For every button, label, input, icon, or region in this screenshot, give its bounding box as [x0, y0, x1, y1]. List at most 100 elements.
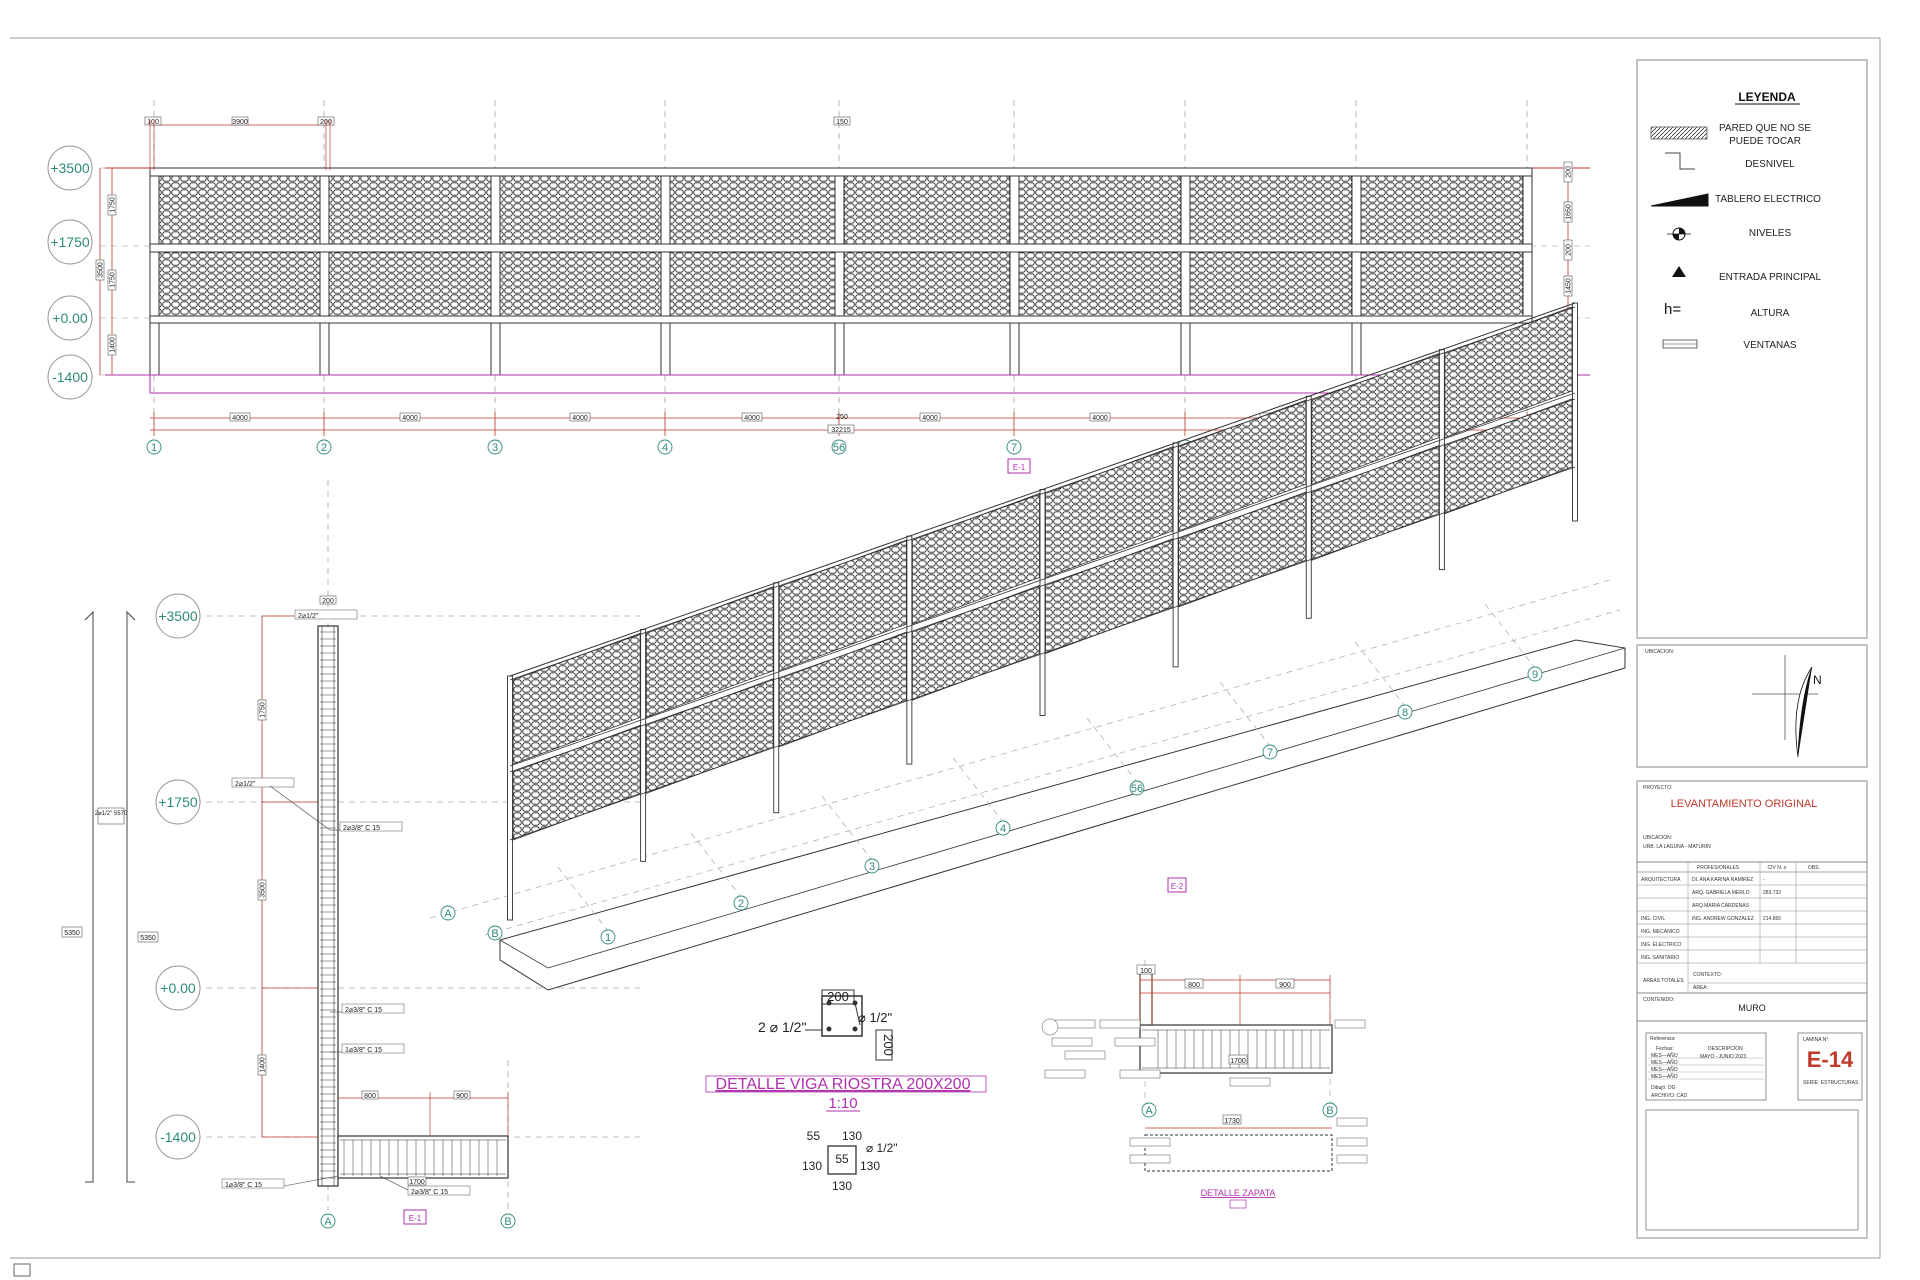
- section-level-label: +1750: [158, 794, 198, 810]
- dim-label: 4000: [1092, 415, 1108, 422]
- project-title: LEVANTAMIENTO ORIGINAL: [1671, 798, 1818, 810]
- context-label: CONTEXTO:: [1693, 972, 1722, 978]
- axis-bubble: [1262, 744, 1278, 760]
- axis-label: 3: [869, 861, 875, 873]
- dim-label: 200: [1566, 244, 1573, 256]
- axis-bubble: [316, 439, 332, 455]
- wall-column: [660, 167, 671, 376]
- iso-column: [507, 675, 513, 921]
- project-label: PROYECTO:: [1643, 785, 1672, 791]
- axis-bubble: [995, 820, 1011, 836]
- dim-label: 3500: [260, 882, 267, 898]
- areas-label: AREAS TOTALES: [1643, 978, 1684, 984]
- axis-label: 56: [1131, 783, 1143, 795]
- step-icon: [1665, 152, 1695, 170]
- title-block: PROYECTO: LEVANTAMIENTO ORIGINAL UBICACI…: [1636, 780, 1868, 1239]
- location-value: URB. LA LAGUNA - MATURIN: [1643, 844, 1711, 850]
- iso-panel: [911, 492, 1040, 625]
- long-bar-dim: 5350: [64, 930, 80, 937]
- iso-panel: [645, 586, 774, 718]
- wall-column: [490, 167, 501, 376]
- axis-label: 7: [1011, 442, 1017, 454]
- long-bar-label: 2⌀1/2" 5570: [95, 811, 128, 817]
- block-panel: [843, 175, 1011, 245]
- dim-label: 150: [836, 119, 848, 126]
- total-dim: 32215: [831, 427, 851, 434]
- axis-bubble: [146, 439, 162, 455]
- long-bar-dim: 5350: [140, 935, 156, 942]
- block-panel: [158, 251, 321, 317]
- ref-value: MAYO - JUNIO 2023: [1700, 1054, 1747, 1060]
- beam-detail-scale: 1:10: [828, 1095, 857, 1112]
- ref-row: MES—AÑO: [1651, 1059, 1678, 1066]
- ref-label: Referencia:: [1650, 1036, 1676, 1042]
- north-arrow-icon: [1797, 667, 1812, 757]
- level-marker: [47, 295, 93, 341]
- section-level-label: -1400: [160, 1129, 196, 1145]
- stirrup-dim-d: 130: [802, 1159, 822, 1173]
- stirrup-dim-a: 55: [807, 1129, 821, 1143]
- axis-label: 9: [1532, 669, 1538, 681]
- block-panel: [1018, 251, 1182, 317]
- axis-bubble: [864, 858, 880, 874]
- dim-label: 1750: [260, 702, 267, 718]
- level-icon: [1667, 227, 1691, 241]
- drawn-label: Dibujó: DG: [1651, 1085, 1676, 1091]
- triangle-icon: [1672, 266, 1686, 277]
- section-tag: E-1: [409, 1214, 422, 1223]
- axis-bubble: [487, 439, 503, 455]
- tb-civ: -: [1763, 877, 1765, 883]
- tb-role: ING. SANITARIO: [1641, 955, 1679, 961]
- section-top-dim: 200: [322, 598, 334, 605]
- stirrup-dim-e: 130: [860, 1159, 880, 1173]
- dim-label: 100: [147, 119, 159, 126]
- tb-name: ING. ANDREW GONZALEZ: [1692, 916, 1754, 922]
- dim-label: 1450: [1566, 278, 1573, 294]
- iso-column: [1039, 489, 1046, 716]
- dim-label: 1650: [1566, 204, 1573, 220]
- axis-bubble: [1006, 439, 1022, 455]
- block-panel: [669, 175, 836, 245]
- bar-label: 2⌀3/8" C 15: [345, 1007, 382, 1014]
- axis-bubble: [1322, 1102, 1338, 1118]
- tb-civ: 214.865: [1763, 916, 1781, 922]
- stirrup-dim-c: 55: [835, 1152, 849, 1166]
- dim-label: 250: [836, 414, 848, 421]
- axis-label: 1: [151, 442, 157, 454]
- tb-role: ARQUITECTURA: [1641, 877, 1681, 883]
- iso-column: [773, 582, 780, 814]
- footing-dim: 900: [1279, 982, 1291, 989]
- ref-header-desc: DESCRIPCION: [1708, 1046, 1743, 1052]
- location-title-label: UBICACION:: [1643, 835, 1672, 841]
- tb-header: PROFESIONALES: [1697, 865, 1740, 871]
- dim-label: 1750: [110, 272, 117, 288]
- legend-label: DESNIVEL: [1745, 159, 1795, 170]
- dim-label: 1400: [110, 337, 117, 353]
- iso-column: [1305, 395, 1312, 619]
- axis-bubble: [500, 1213, 516, 1229]
- level-label: +1750: [50, 234, 90, 250]
- bar-label: 1⌀3/8" C 15: [345, 1047, 382, 1054]
- axis-label: 2: [738, 898, 744, 910]
- axis-bubble: [1129, 780, 1145, 796]
- axis-letter: B: [491, 928, 498, 940]
- bar-label: 2⌀1/2": [235, 781, 256, 788]
- tb-header: OBS.: [1808, 865, 1820, 871]
- block-panel: [1360, 175, 1524, 245]
- axis-label: 4: [1000, 823, 1006, 835]
- axis-bubble: [1527, 666, 1543, 682]
- bar-label: 2⌀1/2": [298, 613, 319, 620]
- axis-bubble: [831, 439, 847, 455]
- block-panel: [499, 251, 662, 317]
- wall-column: [1180, 167, 1191, 376]
- dim-label: 4000: [402, 415, 418, 422]
- axis-label: A: [324, 1216, 332, 1228]
- block-panel: [158, 175, 321, 245]
- tb-civ: 283.732: [1763, 890, 1781, 896]
- iso-panel: [1311, 353, 1440, 485]
- footing-dim: 100: [1140, 968, 1152, 975]
- legend-label: ENTRADA PRINCIPAL: [1719, 272, 1821, 283]
